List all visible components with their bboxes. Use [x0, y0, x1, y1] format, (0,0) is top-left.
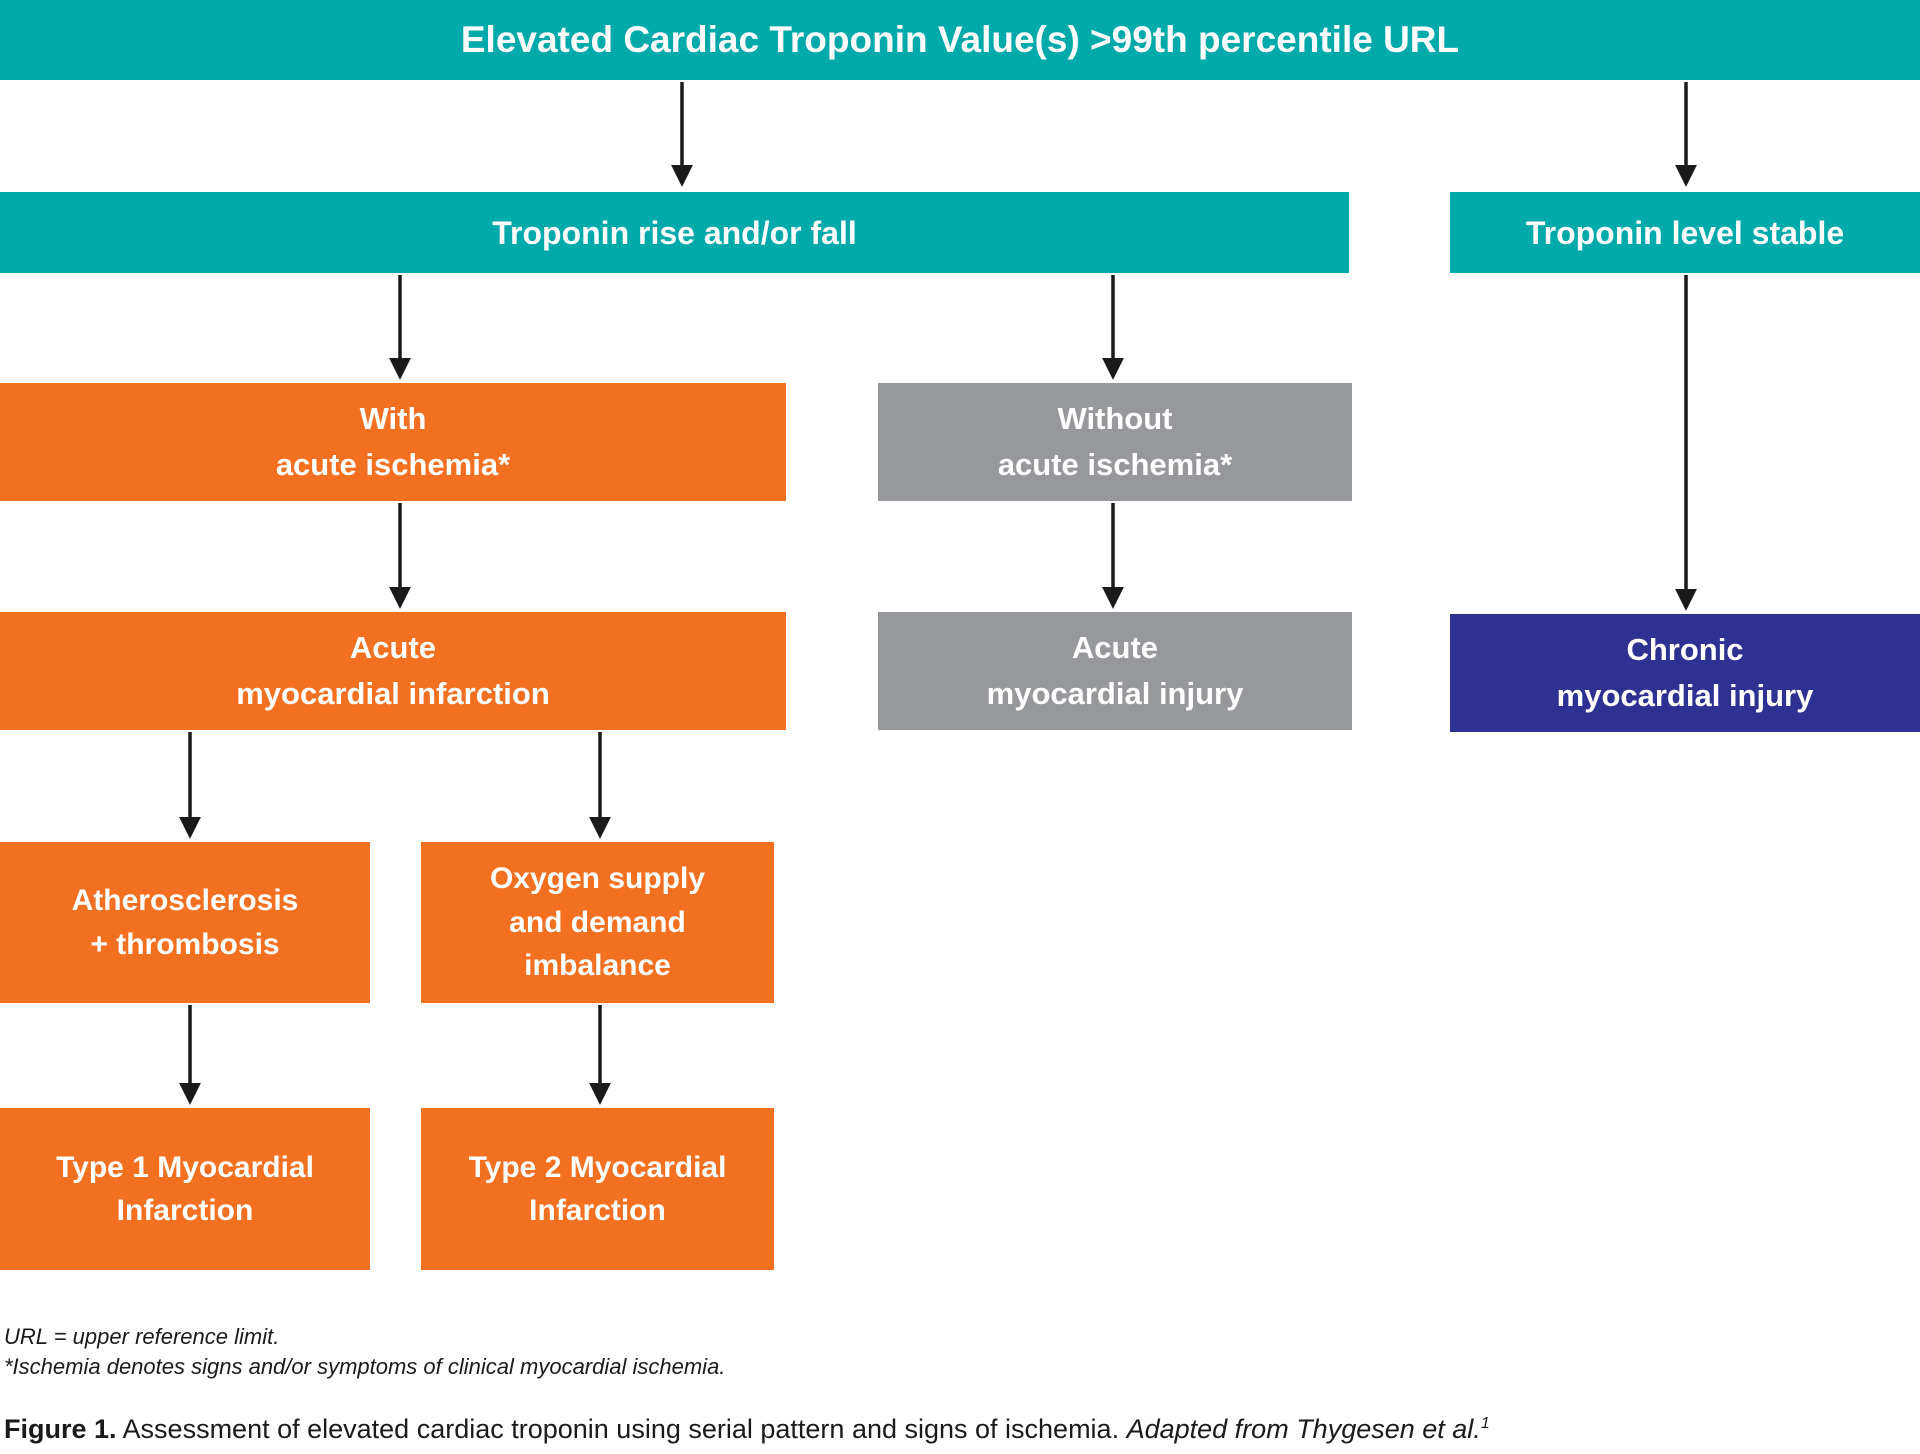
node-chronic-myocardial-injury: Chronic myocardial injury — [1450, 614, 1920, 732]
node-oxygen-supply-demand: Oxygen supply and demand imbalance — [421, 842, 774, 1003]
node-without-acute-ischemia: Without acute ischemia* — [878, 383, 1352, 501]
node-type1-myocardial-infarction: Type 1 Myocardial Infarction — [0, 1108, 370, 1270]
node-acute-myocardial-injury: Acute myocardial injury — [878, 612, 1352, 730]
footnote-url: URL = upper reference limit. — [4, 1324, 280, 1349]
node-type2-myocardial-infarction: Type 2 Myocardial Infarction — [421, 1108, 774, 1270]
figure-caption: Figure 1. Assessment of elevated cardiac… — [4, 1414, 1490, 1445]
node-troponin-level-stable: Troponin level stable — [1450, 192, 1920, 273]
footnotes: URL = upper reference limit. *Ischemia d… — [4, 1322, 725, 1381]
caption-attribution: Adapted from Thygesen et al. — [1126, 1414, 1481, 1444]
node-with-acute-ischemia: With acute ischemia* — [0, 383, 786, 501]
node-acute-myocardial-infarction: Acute myocardial infarction — [0, 612, 786, 730]
node-atherosclerosis-thrombosis: Atherosclerosis + thrombosis — [0, 842, 370, 1003]
caption-reference-superscript: 1 — [1480, 1415, 1490, 1432]
footnote-ischemia: *Ischemia denotes signs and/or symptoms … — [4, 1353, 726, 1379]
caption-text: Assessment of elevated cardiac troponin … — [116, 1414, 1127, 1444]
node-elevated-troponin: Elevated Cardiac Troponin Value(s) >99th… — [0, 0, 1920, 80]
node-troponin-rise-fall: Troponin rise and/or fall — [0, 192, 1349, 273]
caption-figure-number: Figure 1. — [4, 1414, 117, 1444]
